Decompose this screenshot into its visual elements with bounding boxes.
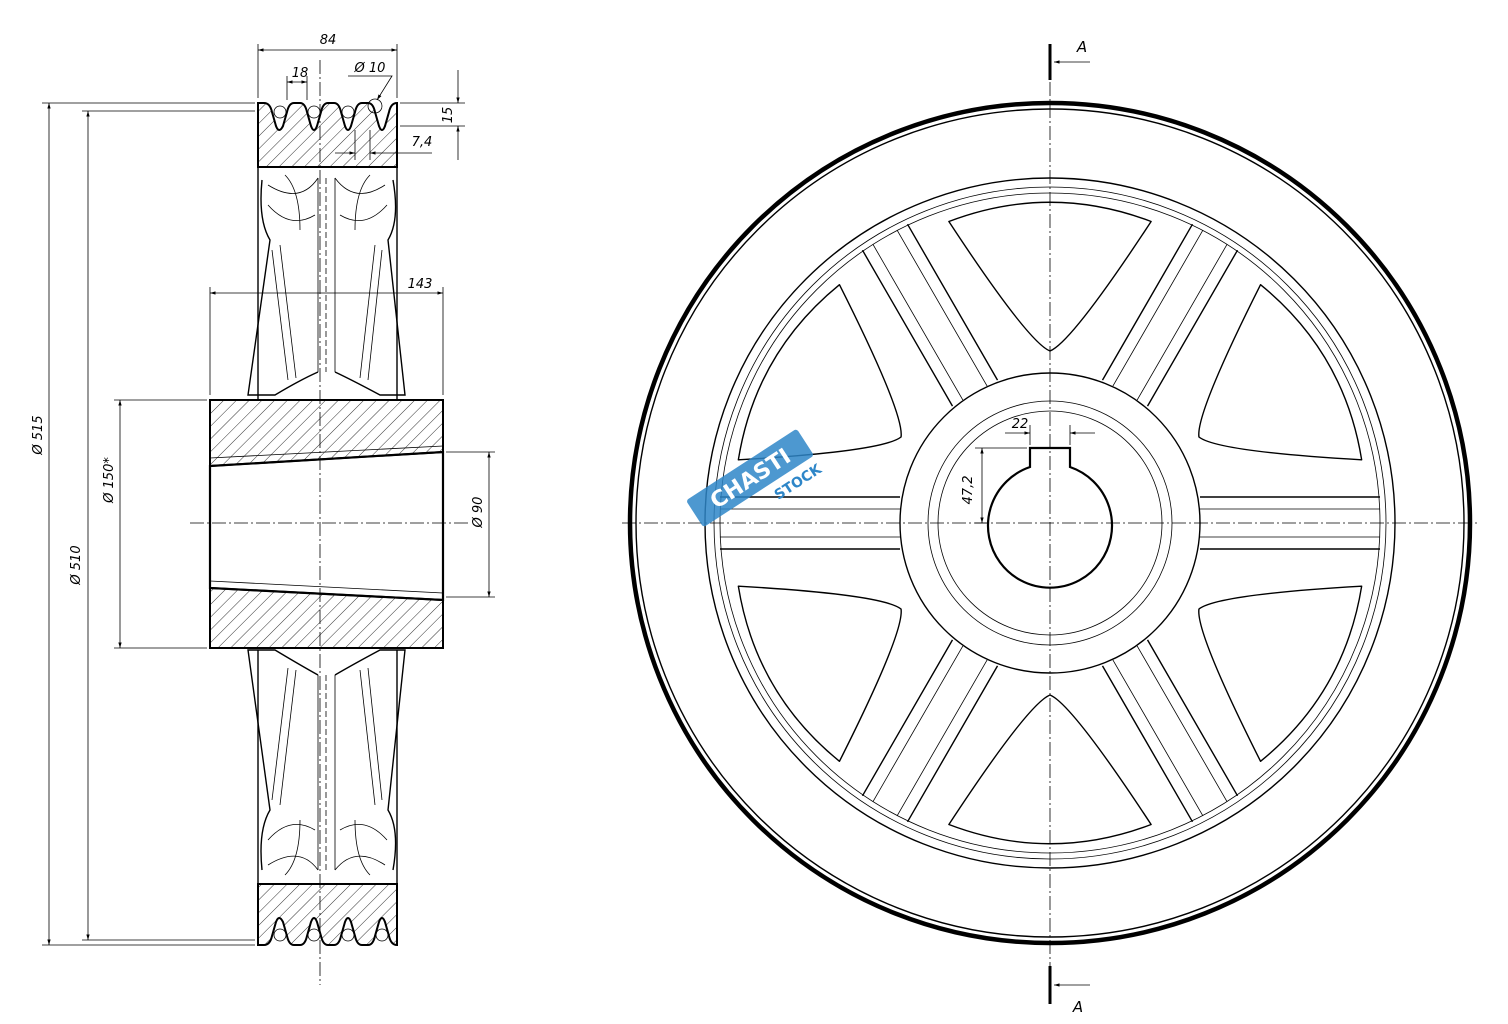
section-label-top: A [1076,38,1087,56]
groove-ball [375,928,389,942]
groove-ball [341,928,355,942]
watermark-logo: CHASTI STOCK [687,429,826,527]
hub-lower-section [209,586,444,649]
dim-groove-offset-label: 7,4 [412,135,433,150]
groove-ball [367,98,383,114]
spoke-window [1198,585,1363,763]
spoke-window [948,694,1152,845]
groove-ball [273,105,287,119]
dim-hub-dia-label: Ø 150* [102,457,117,504]
rim-pitch-circle [635,108,1465,938]
hub-circle [927,400,1173,646]
spoke-window [737,283,902,461]
front-view: 22 47,2 A A CHASTI STOCK [622,38,1480,1016]
dim-pitch-dia-label: Ø 510 [69,545,84,585]
bore-keyway [986,446,1114,589]
groove-ball [341,105,355,119]
top-rim-section [257,101,398,168]
hub-outer-circle [899,372,1201,674]
bottom-rim-section [257,883,398,947]
groove-ball [307,928,321,942]
dim-width-label: 84 [320,33,337,48]
keyway-line [209,445,444,459]
side-dimensions: 84 18 Ø 10 15 7,4 143 [31,33,495,946]
spoke-window [948,201,1152,352]
section-marker-top: A [1048,38,1090,80]
spoke [861,639,999,823]
dim-hub-length-label: 143 [408,277,433,292]
dim-groove-pitch-label: 18 [292,66,309,81]
lower-web [247,649,406,884]
upper-web [247,167,406,400]
side-section-view: 84 18 Ø 10 15 7,4 143 [31,33,495,985]
front-dimensions: 22 47,2 [961,417,1095,524]
groove-ball [273,928,287,942]
spoke [1101,223,1239,407]
dim-bore-dia-label: Ø 90 [471,497,486,529]
spoke [861,223,999,407]
dim-groove-dia-label: Ø 10 [354,61,386,76]
section-label-bottom: A [1072,998,1083,1016]
spoke [1200,496,1380,550]
watermark-badge [687,429,813,527]
dim-key-width-label: 22 [1012,417,1029,432]
spoke [1101,639,1239,823]
section-marker-bottom: A [1048,966,1090,1016]
dim-key-depth-label: 47,2 [961,476,976,505]
hub-bore [208,450,445,602]
spoke-window [1198,283,1363,461]
dim-groove-depth-label: 15 [441,107,456,124]
spoke-window [737,585,902,763]
groove-ball [307,105,321,119]
outer-rim [627,100,1473,946]
dim-outer-dia-label: Ø 515 [31,415,46,455]
spokes [720,223,1380,823]
spoke-windows [737,201,1363,845]
